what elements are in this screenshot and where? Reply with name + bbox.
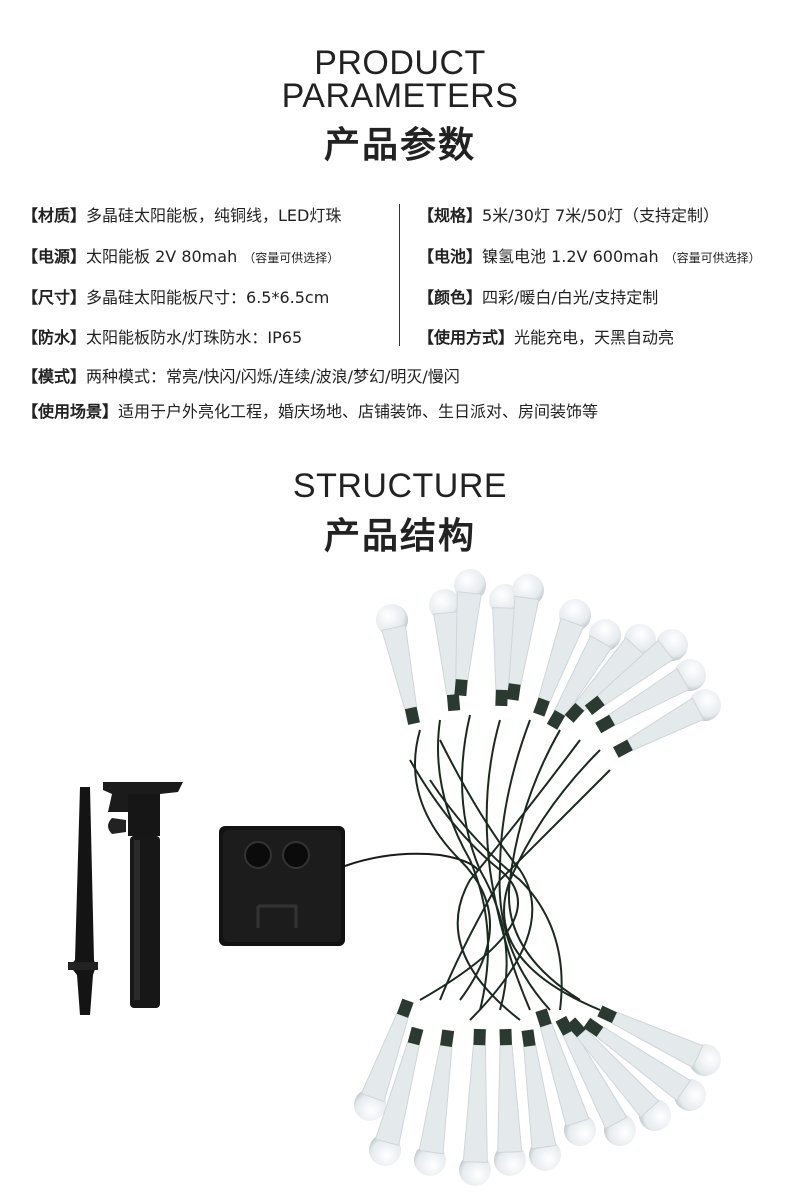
title-en-structure: STRUCTURE — [292, 467, 508, 505]
title-cn-structure: 产品结构 — [323, 516, 476, 557]
param-row-material: 【材质】多晶硅太阳能板，纯铜线，LED灯珠 — [22, 206, 341, 226]
param-label: 【防水】 — [22, 328, 87, 347]
param-label: 【使用方式】 — [418, 328, 515, 347]
product-illustration — [0, 560, 800, 1198]
param-row-battery: 【电池】镍氢电池 1.2V 600mah （容量可供选择） — [418, 247, 761, 268]
title-en-parameters: PARAMETERS — [281, 77, 519, 115]
param-note: （容量可供选择） — [664, 251, 761, 265]
param-label: 【规格】 — [418, 206, 483, 225]
bulbs-top — [376, 569, 721, 758]
param-row-waterproof: 【防水】太阳能板防水/灯珠防水：IP65 — [22, 328, 302, 348]
param-value: 太阳能板 2V 80mah — [86, 247, 238, 266]
param-value: 太阳能板防水/灯珠防水：IP65 — [86, 328, 303, 347]
bulbs-bottom — [354, 998, 721, 1186]
param-value: 光能充电，天黑自动亮 — [514, 328, 675, 347]
param-row-usage: 【使用方式】光能充电，天黑自动亮 — [418, 328, 674, 348]
power-cable — [344, 852, 479, 871]
mounting-pole — [103, 782, 183, 1008]
param-label: 【电池】 — [418, 247, 483, 266]
ground-stake — [68, 787, 98, 1015]
param-row-size: 【尺寸】多晶硅太阳能板尺寸：6.5*6.5cm — [22, 288, 329, 308]
param-note: （容量可供选择） — [243, 251, 340, 265]
param-value: 镍氢电池 1.2V 600mah — [482, 247, 659, 266]
title-en-product: PRODUCT — [314, 44, 486, 82]
param-value: 适用于户外亮化工程，婚庆场地、店铺装饰、生日派对、房间装饰等 — [118, 402, 599, 421]
param-value: 多晶硅太阳能板尺寸：6.5*6.5cm — [86, 288, 330, 307]
param-label: 【颜色】 — [418, 288, 483, 307]
param-value: 5米/30灯 7米/50灯（支持定制） — [482, 206, 719, 225]
param-row-scenario: 【使用场景】适用于户外亮化工程，婚庆场地、店铺装饰、生日派对、房间装饰等 — [22, 402, 598, 422]
param-value: 四彩/暖白/白光/支持定制 — [482, 288, 659, 307]
param-label: 【尺寸】 — [22, 288, 87, 307]
param-label: 【使用场景】 — [22, 402, 119, 421]
solar-panel-box — [219, 826, 345, 946]
param-label: 【电源】 — [22, 247, 87, 266]
param-row-color: 【颜色】四彩/暖白/白光/支持定制 — [418, 288, 658, 308]
title-cn-parameters: 产品参数 — [323, 125, 476, 166]
param-value: 两种模式：常亮/快闪/闪烁/连续/波浪/梦幻/明灭/慢闪 — [86, 367, 460, 386]
param-row-mode: 【模式】两种模式：常亮/快闪/闪烁/连续/波浪/梦幻/明灭/慢闪 — [22, 367, 460, 387]
param-row-spec: 【规格】5米/30灯 7米/50灯（支持定制） — [418, 206, 719, 226]
param-row-power: 【电源】太阳能板 2V 80mah （容量可供选择） — [22, 247, 339, 268]
param-label: 【模式】 — [22, 367, 87, 386]
param-label: 【材质】 — [22, 206, 87, 225]
wire-bundle — [409, 714, 611, 1021]
column-divider — [399, 204, 400, 346]
param-value: 多晶硅太阳能板，纯铜线，LED灯珠 — [86, 206, 342, 225]
product-photo — [68, 569, 721, 1186]
